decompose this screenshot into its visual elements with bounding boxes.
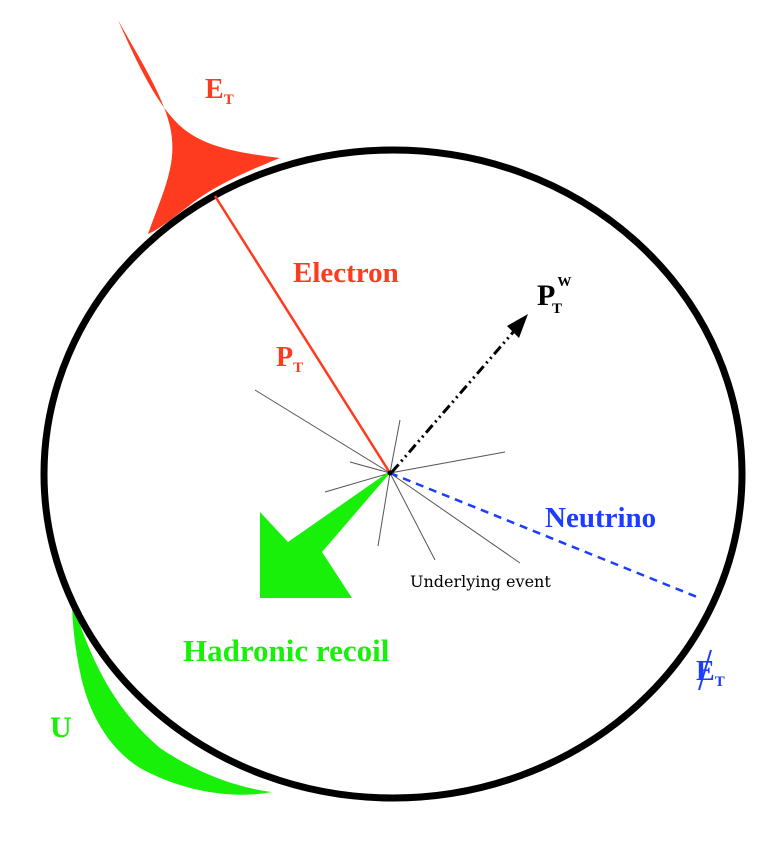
underlying-event-label: Underlying event xyxy=(410,572,551,591)
w-pt-arrow-head xyxy=(507,314,528,338)
missing-et-sub: T xyxy=(715,674,725,690)
missing-et-slash xyxy=(698,649,712,691)
electron-et-main: E xyxy=(205,74,224,105)
hadronic-recoil-label: Hadronic recoil xyxy=(183,633,390,668)
hadronic-recoil-arrow xyxy=(260,473,390,598)
w-pt-main: P xyxy=(537,279,555,312)
electron-label: Electron xyxy=(293,257,399,289)
recoil-u-label: U xyxy=(50,711,72,744)
detector-ring xyxy=(40,146,746,802)
interaction-vertex xyxy=(387,470,393,476)
electron-pt-sub: T xyxy=(293,360,303,376)
electron-et-sub: T xyxy=(224,92,234,108)
electron-energy-deposit xyxy=(118,20,280,234)
w-pt-sup: W xyxy=(557,275,571,290)
electron-pt-label: PT xyxy=(276,342,303,376)
neutrino-label: Neutrino xyxy=(545,502,656,534)
underlying-event-tracks xyxy=(254,389,521,564)
electron-track xyxy=(213,195,392,474)
electron-pt-main: P xyxy=(276,342,293,373)
w-pt-arrow-line xyxy=(390,329,517,473)
recoil-energy-deposit xyxy=(72,600,272,795)
electron-et-label: ET xyxy=(205,74,234,108)
w-pt-sub: T xyxy=(552,301,562,317)
